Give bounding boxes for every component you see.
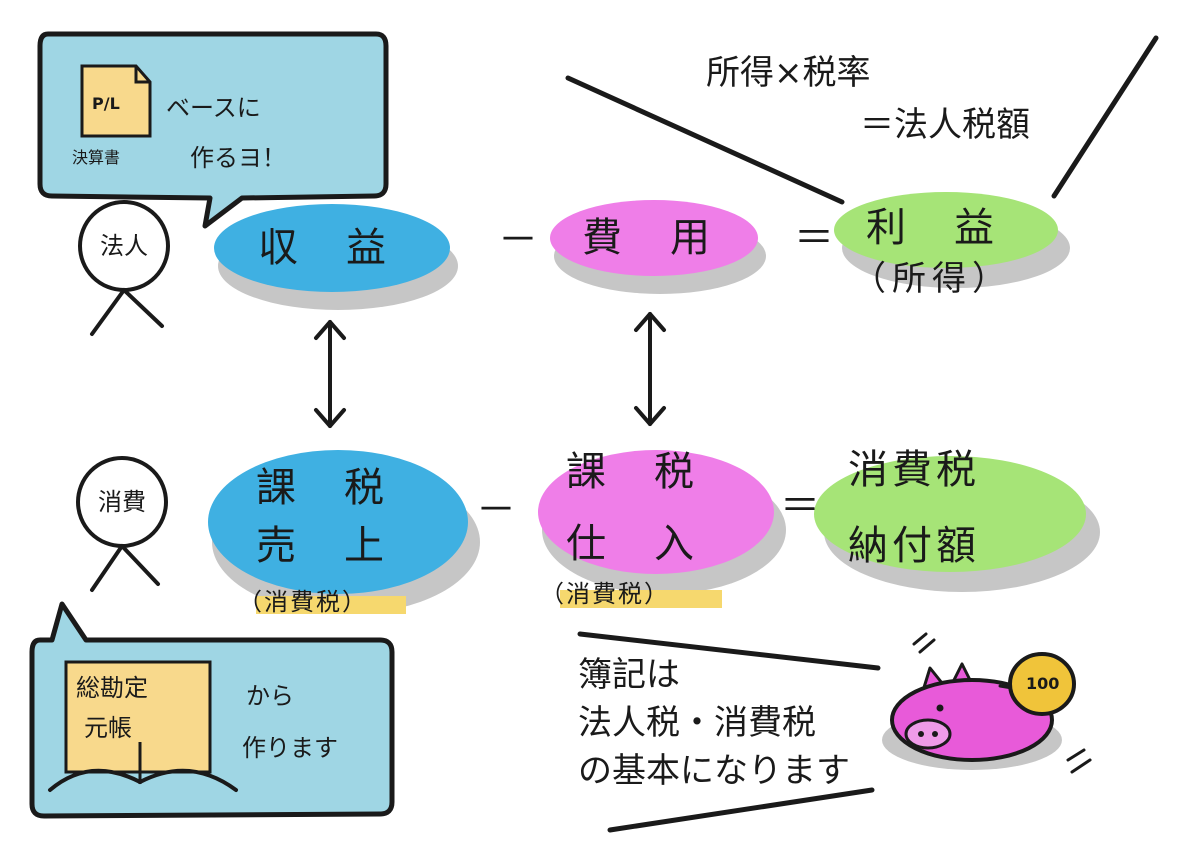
document-caption: 決算書 xyxy=(72,148,121,167)
double-arrow-icon xyxy=(634,312,666,426)
ledger-book-icon xyxy=(48,660,238,792)
person-consumption-label: 消費 xyxy=(98,488,146,516)
top-equals-sign: ＝ xyxy=(794,215,838,261)
coin-label: 100 xyxy=(1026,674,1060,693)
profit-sub-label: （所得） xyxy=(852,259,1012,299)
taxable-purchases-line1: 課 税 xyxy=(566,449,698,495)
bottom-equals-sign: ＝ xyxy=(780,483,824,529)
underline-stroke-top xyxy=(577,631,881,671)
consumption-bubble-line2: 作ります xyxy=(242,734,338,762)
taxable-purchases-sub: （消費税） xyxy=(540,580,670,608)
highlight-purchase-tax xyxy=(560,590,722,608)
tax-payable-line1: 消費税 xyxy=(848,447,980,493)
tax-payable-oval xyxy=(814,456,1100,592)
coin-icon xyxy=(1008,652,1076,716)
document-label: P/L xyxy=(92,94,120,113)
corporate-speech-bubble xyxy=(37,31,389,229)
connector-stroke-formula-right xyxy=(1051,35,1159,199)
expense-oval xyxy=(550,200,766,294)
formula-line2: ＝法人税額 xyxy=(860,105,1030,145)
document-icon xyxy=(80,64,152,138)
conclusion-line3: の基本になります xyxy=(578,751,850,791)
highlight-sales-tax xyxy=(256,596,406,614)
double-arrow-icon xyxy=(314,320,346,428)
motion-marks xyxy=(912,632,1092,774)
profit-oval xyxy=(834,192,1070,288)
revenue-oval xyxy=(214,204,458,310)
conclusion-line2: 法人税・消費税 xyxy=(578,703,816,743)
ledger-book-line2: 元帳 xyxy=(84,714,132,742)
taxable-sales-sub: （消費税） xyxy=(238,588,368,616)
connector-stroke-formula xyxy=(565,75,845,205)
revenue-label: 収 益 xyxy=(258,225,390,271)
taxable-purchases-oval xyxy=(538,450,786,594)
profit-label: 利 益 xyxy=(866,205,998,251)
taxable-sales-line1: 課 税 xyxy=(256,465,388,511)
taxable-purchases-line2: 仕 入 xyxy=(566,521,698,567)
corporate-bubble-line1: ベースに xyxy=(166,94,261,122)
ledger-book-line1: 総勘定 xyxy=(76,674,148,702)
conclusion-line1: 簿記は xyxy=(578,655,680,695)
underline-stroke-bottom xyxy=(607,787,875,833)
tax-payable-line2: 納付額 xyxy=(848,523,980,569)
expense-label: 費 用 xyxy=(582,215,714,261)
corporate-bubble-line2: 作るヨ！ xyxy=(190,144,286,172)
taxable-sales-oval xyxy=(208,450,480,614)
bottom-minus-sign: － xyxy=(476,487,520,533)
person-corporate xyxy=(78,200,170,336)
taxable-sales-line2: 売 上 xyxy=(256,523,388,569)
person-consumption xyxy=(76,456,168,592)
piggy-bank-icon xyxy=(882,662,1062,770)
consumption-speech-bubble xyxy=(29,601,395,819)
consumption-bubble-line1: から xyxy=(246,682,294,710)
formula-line1: 所得×税率 xyxy=(706,53,871,93)
top-minus-sign: － xyxy=(498,217,542,263)
person-corporate-label: 法人 xyxy=(100,232,148,260)
